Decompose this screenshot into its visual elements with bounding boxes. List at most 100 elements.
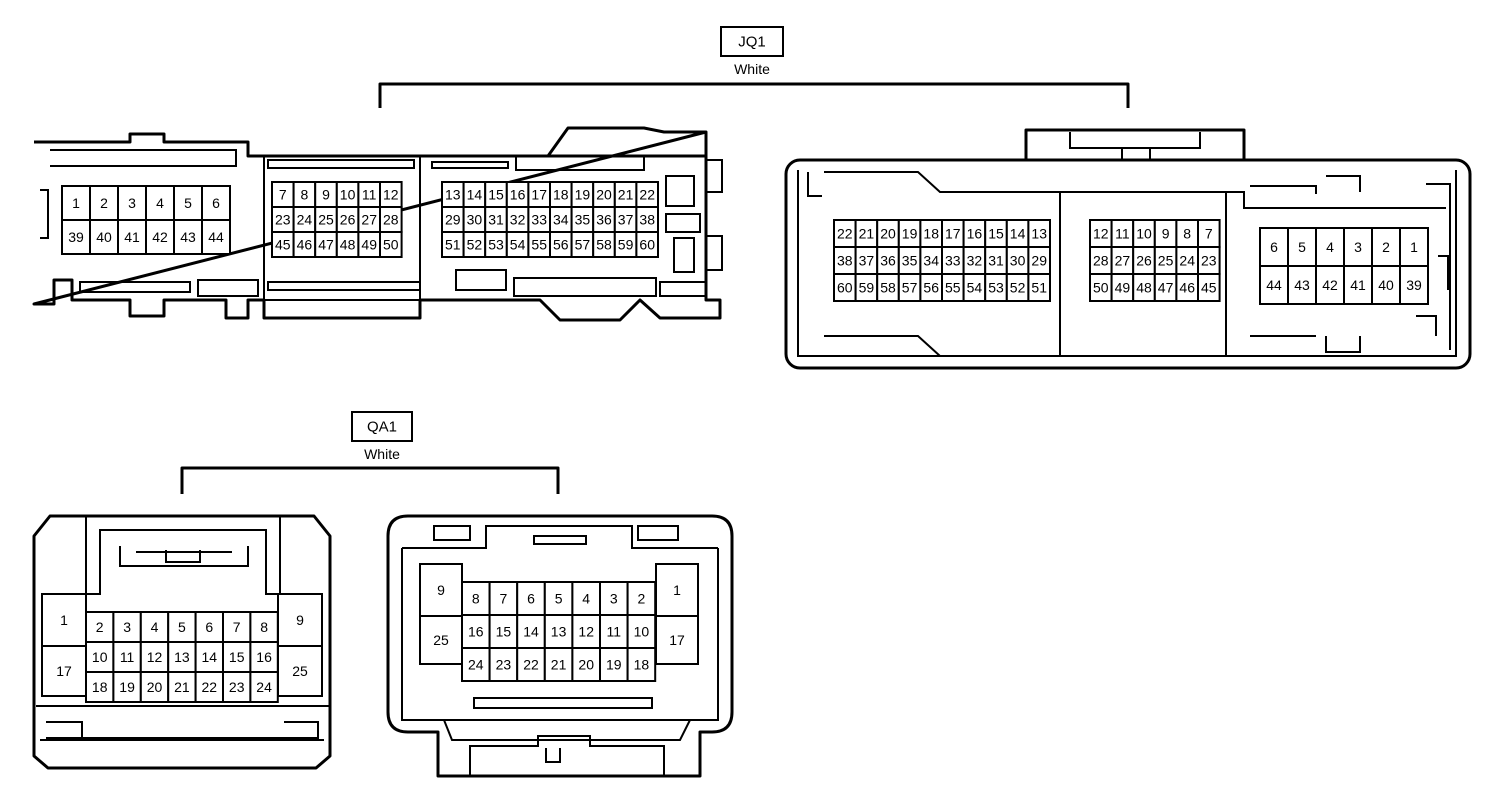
jq1-pin-6: 6	[212, 195, 220, 211]
qa1-pin-5: 5	[555, 591, 563, 607]
jq1-pin-58: 58	[880, 280, 896, 296]
qa1-pin-22: 22	[523, 657, 539, 673]
qa1-pin-24-cell	[461, 647, 491, 682]
jq1-pin-14: 14	[467, 187, 483, 203]
jq1-pin-52: 52	[1010, 280, 1026, 296]
qa1-pin-23-cell	[488, 647, 519, 682]
qa1-pin-7: 7	[500, 591, 508, 607]
jq1-pin-2: 2	[100, 195, 108, 211]
qa1-pin-9-cell	[277, 593, 323, 647]
qa1-pin-11: 11	[607, 624, 622, 640]
jq1-pin-37: 37	[859, 253, 875, 269]
jq1-pin-1-cell	[1399, 227, 1429, 267]
jq1-pin-49: 49	[361, 237, 377, 253]
jq1-pin-43-cell	[173, 219, 203, 255]
jq1-pin-60: 60	[837, 280, 853, 296]
qa1-pin-6-cell	[516, 581, 546, 616]
jq1-left-housing	[32, 126, 723, 322]
jq1-pin-39: 39	[1406, 277, 1422, 293]
jq1-pin-1: 1	[1410, 239, 1418, 255]
qa1-pin-4: 4	[151, 619, 159, 635]
jq1-pin-47: 47	[1158, 280, 1174, 296]
qa1-pin-10-cell	[626, 614, 657, 649]
jq1-pin-49: 49	[1115, 280, 1131, 296]
qa1-pin-21: 21	[174, 679, 190, 695]
jq1-pin-57: 57	[902, 280, 918, 296]
jq1-pin-5-cell	[1287, 227, 1317, 267]
qa1-label: QA1 White	[180, 411, 560, 494]
jq1-pin-59: 59	[859, 280, 875, 296]
jq1-pin-3: 3	[128, 195, 136, 211]
jq1-pin-27: 27	[1115, 253, 1131, 269]
jq1-pin-39-cell	[61, 219, 91, 255]
qa1-color: White	[364, 446, 400, 462]
qa1-id: QA1	[367, 419, 397, 436]
qa1-pin-9-cell	[419, 563, 463, 617]
jq1-pin-56: 56	[923, 280, 939, 296]
qa1-pin-17: 17	[669, 632, 685, 648]
jq1-pin-48: 48	[1136, 280, 1152, 296]
jq1-pin-38: 38	[639, 212, 655, 228]
qa1-pin-24: 24	[468, 657, 484, 673]
qa1-pin-18: 18	[634, 657, 650, 673]
qa1-pin-17: 17	[56, 663, 72, 679]
qa1-pin-19: 19	[606, 657, 622, 673]
jq1-pin-15: 15	[988, 226, 1004, 242]
jq1-pin-44: 44	[1266, 277, 1282, 293]
qa1-pin-20-cell	[571, 647, 602, 682]
jq1-pin-5: 5	[1298, 239, 1306, 255]
jq1-pin-41-cell	[117, 219, 147, 255]
qa1-pin-17-cell	[655, 615, 699, 665]
qa1-pin-20: 20	[147, 679, 163, 695]
jq1-pin-1: 1	[72, 195, 80, 211]
jq1-pin-36: 36	[880, 253, 896, 269]
jq1-pin-60-cell	[635, 231, 660, 258]
jq1-pin-11: 11	[362, 187, 377, 203]
jq1-pin-30: 30	[467, 212, 483, 228]
qa1-pin-2: 2	[96, 619, 104, 635]
jq1-pin-46: 46	[1179, 280, 1195, 296]
jq1-pin-44: 44	[208, 229, 224, 245]
jq1-pin-10: 10	[340, 187, 356, 203]
jq1-pin-23: 23	[1201, 253, 1217, 269]
qa1-pin-10: 10	[634, 624, 650, 640]
jq1-pin-39: 39	[68, 229, 84, 245]
jq1-pin-4-cell	[145, 185, 175, 221]
jq1-pin-43-cell	[1287, 265, 1317, 305]
qa1-pin-8: 8	[260, 619, 268, 635]
jq1-pin-50: 50	[1093, 280, 1109, 296]
qa1-pin-14-cell	[194, 641, 225, 673]
qa1-pin-21: 21	[551, 657, 567, 673]
jq1-pin-11: 11	[1115, 226, 1130, 242]
jq1-pin-36: 36	[596, 212, 612, 228]
qa1-pin-20: 20	[578, 657, 594, 673]
jq1-pin-4-cell	[1315, 227, 1345, 267]
qa1-pin-9: 9	[437, 582, 445, 598]
jq1-pin-32: 32	[967, 253, 983, 269]
qa1-pin-1: 1	[673, 582, 681, 598]
jq1-pin-59: 59	[618, 237, 634, 253]
jq1-pin-37: 37	[618, 212, 634, 228]
jq1-pin-26: 26	[1136, 253, 1152, 269]
jq1-pin-51-cell	[1027, 273, 1052, 302]
jq1-pin-35: 35	[902, 253, 918, 269]
jq1-pin-19: 19	[575, 187, 591, 203]
jq1-pin-55: 55	[945, 280, 961, 296]
jq1-pin-3-cell	[1343, 227, 1373, 267]
qa1-pin-7-cell	[222, 611, 252, 643]
jq1-pin-6: 6	[1270, 239, 1278, 255]
qa1-pin-23-cell	[222, 671, 252, 703]
jq1-pin-20: 20	[596, 187, 612, 203]
qa1-pin-23: 23	[496, 657, 512, 673]
jq1-pin-27: 27	[361, 212, 377, 228]
jq1-pin-16: 16	[510, 187, 526, 203]
jq1-pin-24: 24	[1179, 253, 1195, 269]
qa1-pin-3: 3	[123, 619, 131, 635]
jq1-pin-25: 25	[318, 212, 334, 228]
qa1-pin-23: 23	[229, 679, 245, 695]
jq1-pin-28: 28	[383, 212, 399, 228]
